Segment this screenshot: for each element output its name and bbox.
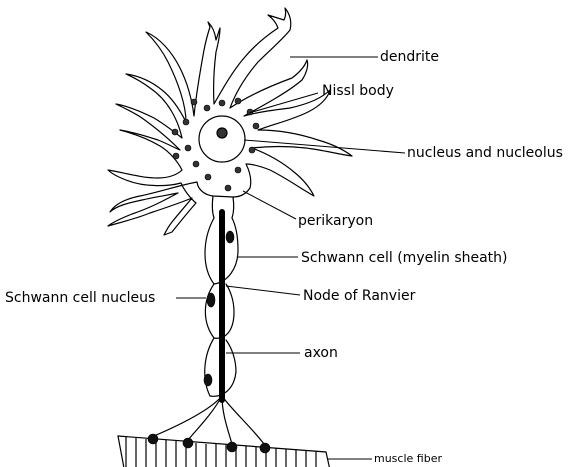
- label-node-of-ranvier: Node of Ranvier: [303, 288, 415, 304]
- label-schwann-cell-nucleus: Schwann cell nucleus: [5, 290, 155, 306]
- nissl-body: [219, 100, 225, 106]
- nissl-body: [235, 98, 241, 104]
- nissl-body: [185, 145, 191, 151]
- label-muscle-fiber: muscle fiber: [374, 452, 442, 465]
- axon-terminals: [154, 396, 264, 444]
- terminal-bouton: [148, 434, 158, 444]
- label-axon: axon: [304, 345, 338, 361]
- label-schwann-cell: Schwann cell (myelin sheath): [301, 250, 508, 266]
- nissl-body: [172, 129, 178, 135]
- label-dendrite: dendrite: [380, 49, 439, 65]
- nissl-body: [191, 99, 197, 105]
- schwann-nucleus-spot: [204, 374, 212, 386]
- terminal-bouton: [183, 438, 193, 448]
- label-perikaryon: perikaryon: [298, 213, 373, 229]
- schwann-nucleus-spot: [226, 231, 234, 243]
- leader-perikaryon: [243, 191, 296, 219]
- nissl-body: [205, 174, 211, 180]
- label-nissl-body: Nissl body: [322, 83, 394, 99]
- nissl-body: [235, 167, 241, 173]
- terminal-bouton: [260, 443, 270, 453]
- nissl-body: [204, 105, 210, 111]
- schwann-nucleus-spot: [207, 293, 215, 307]
- nucleolus: [217, 128, 227, 138]
- nissl-body: [225, 185, 231, 191]
- nissl-body: [253, 123, 259, 129]
- terminal-bouton: [227, 442, 237, 452]
- nissl-body: [173, 153, 179, 159]
- cell-body-outline: [108, 8, 352, 235]
- nissl-body: [193, 161, 199, 167]
- label-nucleus-and-nucleolus: nucleus and nucleolus: [407, 145, 563, 161]
- nucleus: [199, 116, 245, 162]
- dark-spots: [148, 231, 270, 453]
- leader-node: [226, 286, 300, 295]
- nissl-body: [249, 147, 255, 153]
- nissl-body: [183, 119, 189, 125]
